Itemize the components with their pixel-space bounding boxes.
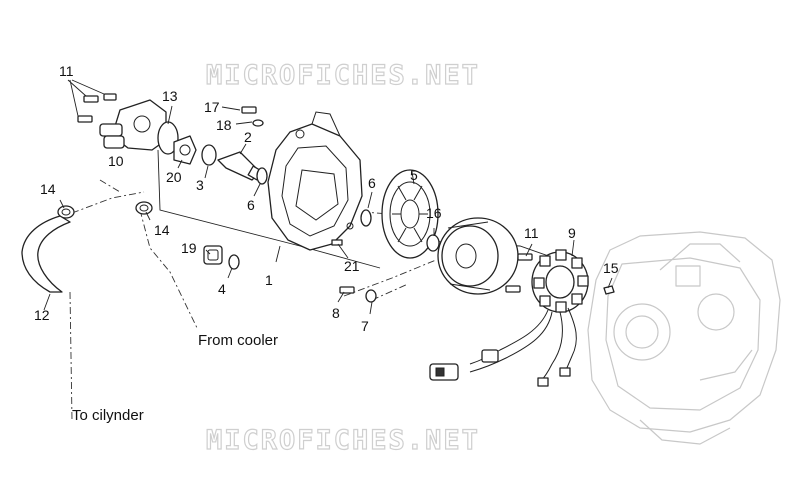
callout-19: 19 bbox=[181, 240, 197, 256]
screw-11-right-a bbox=[517, 253, 533, 261]
callout-9: 9 bbox=[568, 225, 576, 241]
cooling-fan-5 bbox=[381, 169, 439, 259]
flywheel-rotor bbox=[437, 217, 519, 295]
callout-5: 5 bbox=[410, 167, 418, 183]
callout-6-left: 6 bbox=[247, 197, 255, 213]
plug-19 bbox=[203, 245, 223, 265]
screw-8 bbox=[339, 286, 355, 294]
o-ring-4 bbox=[228, 254, 240, 270]
screw-21 bbox=[331, 239, 343, 246]
caption-to-cylinder: To cilynder bbox=[72, 407, 144, 424]
nut-16 bbox=[426, 234, 440, 252]
callout-15: 15 bbox=[603, 260, 619, 276]
callout-6-right: 6 bbox=[368, 175, 376, 191]
key-15 bbox=[603, 285, 615, 295]
callout-10: 10 bbox=[108, 153, 124, 169]
callout-14-left: 14 bbox=[40, 181, 56, 197]
callout-13: 13 bbox=[162, 88, 178, 104]
stator-wiring-harness bbox=[429, 307, 577, 387]
coolant-hose-12 bbox=[21, 215, 71, 293]
stator-9 bbox=[531, 249, 589, 313]
callout-12: 12 bbox=[34, 307, 50, 323]
crankcase-ghost-outline bbox=[587, 231, 781, 445]
watermark-bottom: MICROFICHES.NET bbox=[206, 425, 480, 456]
callout-1: 1 bbox=[265, 272, 273, 288]
seal-3 bbox=[201, 144, 217, 166]
screw-11-left bbox=[77, 93, 117, 123]
impeller-20 bbox=[173, 135, 197, 165]
callout-2: 2 bbox=[244, 129, 252, 145]
callout-4: 4 bbox=[218, 281, 226, 297]
callout-18: 18 bbox=[216, 117, 232, 133]
callout-14-right: 14 bbox=[154, 222, 170, 238]
callout-8: 8 bbox=[332, 305, 340, 321]
callout-leader-lines bbox=[43, 79, 613, 315]
water-pump-housing-10 bbox=[99, 99, 167, 151]
callout-20: 20 bbox=[166, 169, 182, 185]
screw-11-right-b bbox=[505, 285, 521, 293]
washer-6-right bbox=[360, 209, 372, 227]
screw-17 bbox=[241, 106, 257, 114]
callout-11-left: 11 bbox=[59, 63, 74, 79]
hose-clamp-14-right bbox=[135, 201, 153, 215]
callout-16: 16 bbox=[426, 205, 442, 221]
callout-7: 7 bbox=[361, 318, 369, 334]
hose-clamp-14-left bbox=[57, 205, 75, 219]
flywheel-cover-1 bbox=[267, 111, 363, 251]
callout-3: 3 bbox=[196, 177, 204, 193]
hose-routing-lines bbox=[69, 179, 437, 421]
assembly-line-cover bbox=[157, 149, 381, 269]
washer-7 bbox=[365, 289, 377, 303]
shaft-2 bbox=[217, 151, 263, 181]
washer-18 bbox=[252, 119, 264, 127]
callout-17: 17 bbox=[204, 99, 220, 115]
callout-21: 21 bbox=[344, 258, 360, 274]
caption-from-cooler: From cooler bbox=[198, 332, 278, 349]
watermark-top: MICROFICHES.NET bbox=[206, 60, 480, 91]
washer-6-left bbox=[256, 167, 268, 185]
callout-11-right: 11 bbox=[524, 225, 539, 241]
